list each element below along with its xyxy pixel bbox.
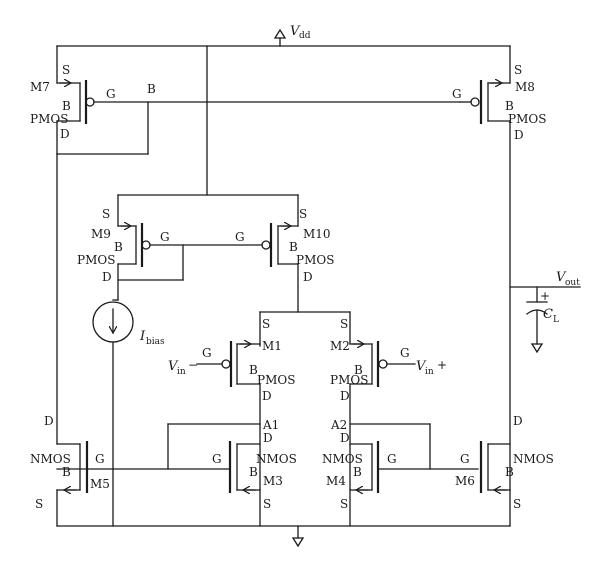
m8-gate-label: G [452, 87, 462, 101]
m2-source-label: S [340, 317, 348, 331]
m5-bulk-label: B [62, 465, 71, 479]
vout-label-sub: out [565, 278, 580, 288]
m2-name: M2 [330, 339, 350, 353]
transistor-m9: S M9 B PMOS D G [77, 194, 263, 301]
m8-source-label: S [514, 63, 522, 77]
vdd-rail: V dd [56, 24, 511, 47]
m9-source-label: S [102, 207, 110, 221]
m3-name: M3 [263, 474, 283, 488]
m1-name: M1 [262, 339, 282, 353]
vdd-label-sub: dd [299, 31, 311, 41]
m7-source-label: S [62, 63, 70, 77]
m7-name: M7 [30, 80, 50, 94]
m7-drain-label: D [60, 127, 70, 141]
transistor-m10: S M10 B PMOS D G [235, 194, 334, 313]
m5-gate-label: G [95, 452, 105, 466]
cl-label: C [543, 307, 553, 322]
m6-source-label: S [513, 497, 521, 511]
m3-source-label: S [263, 497, 271, 511]
m2-drain-label: D [340, 389, 350, 403]
m8-drain-label: D [514, 128, 524, 142]
node-a1-label: A1 [262, 418, 279, 432]
m10-name: M10 [303, 227, 331, 241]
vin-pos-sub: in [425, 367, 434, 377]
bias-current-source: I bias [92, 299, 165, 527]
vin-neg-sign: − [188, 358, 198, 372]
m4-bulk-label: B [353, 465, 362, 479]
transistor-m4: G NMOS B M4 S [322, 423, 479, 511]
transistor-m3: G NMOS B M3 S [56, 423, 297, 511]
ground-rail [56, 525, 511, 548]
vin-pos-sign: + [437, 358, 447, 372]
m6-drain-label: D [513, 414, 523, 428]
m1-source-label: S [262, 317, 270, 331]
m5-name: M5 [90, 477, 110, 491]
m4-gate-label: G [387, 452, 397, 466]
transistor-m7: S M7 B PMOS D G B [30, 45, 461, 155]
m4-drain-label: D [340, 431, 350, 445]
ibias-label-sub: bias [146, 337, 165, 347]
m4-type: NMOS [322, 452, 363, 466]
vdd-terminal-icon [273, 28, 287, 39]
m10-gate-label: G [235, 230, 245, 244]
m5-source-label: S [35, 497, 43, 511]
vin-neg-label: V [168, 359, 179, 374]
transistor-m5: D NMOS B G M5 S [30, 153, 110, 527]
transistor-m2: S M2 B PMOS D G V in + A2 D [330, 317, 447, 527]
m7-bulk-node-label: B [147, 82, 156, 96]
m9-type: PMOS [77, 253, 115, 267]
m3-type: NMOS [256, 452, 297, 466]
m3-gate-label: G [212, 452, 222, 466]
cl-label-sub: L [553, 315, 559, 325]
capacitor-plus: + [540, 289, 550, 303]
m9-gate-label: G [160, 230, 170, 244]
m9-name: M9 [91, 227, 111, 241]
m4-name: M4 [326, 474, 346, 488]
m10-source-label: S [299, 207, 307, 221]
m6-type: NMOS [513, 452, 554, 466]
vin-neg-sub: in [177, 367, 186, 377]
m2-type: PMOS [330, 373, 368, 387]
vout-label: V [556, 270, 567, 285]
m8-type: PMOS [508, 112, 546, 126]
m6-name: M6 [455, 474, 475, 488]
m3-bulk-label: B [249, 465, 258, 479]
m7-bulk-label: B [62, 99, 71, 113]
vin-pos-label: V [416, 359, 427, 374]
output-node: + C L V out [509, 270, 581, 354]
m9-drain-label: D [102, 270, 112, 284]
m10-drain-label: D [303, 270, 313, 284]
ibias-label: I [139, 329, 146, 344]
m5-drain-label: D [44, 414, 54, 428]
m8-name: M8 [515, 80, 535, 94]
transistor-m8: S M8 B PMOS D G [452, 45, 546, 527]
m2-gate-label: G [400, 346, 410, 360]
m7-gate-label: G [106, 87, 116, 101]
m4-source-label: S [340, 497, 348, 511]
m10-type: PMOS [296, 253, 334, 267]
m1-type: PMOS [257, 373, 295, 387]
ground-icon [291, 537, 305, 548]
m1-bulk-label: B [249, 363, 258, 377]
transistor-m6: D NMOS B G M6 S [455, 414, 554, 511]
m1-gate-label: G [202, 346, 212, 360]
transistor-m1: S M1 B PMOS D G V in − A1 D [168, 317, 295, 527]
m8-bulk-label: B [505, 99, 514, 113]
capacitor-ground-icon [530, 343, 544, 354]
m5-type: NMOS [30, 452, 71, 466]
m3-drain-label: D [263, 431, 273, 445]
vdd-label: V [290, 24, 301, 39]
m6-gate-label: G [460, 452, 470, 466]
m9-bulk-label: B [114, 240, 123, 254]
m1-drain-label: D [262, 389, 272, 403]
m2-bulk-label: B [354, 363, 363, 377]
m6-bulk-label: B [505, 465, 514, 479]
m7-type: PMOS [30, 112, 68, 126]
m10-bulk-label: B [289, 240, 298, 254]
node-a2-label: A2 [330, 418, 347, 432]
